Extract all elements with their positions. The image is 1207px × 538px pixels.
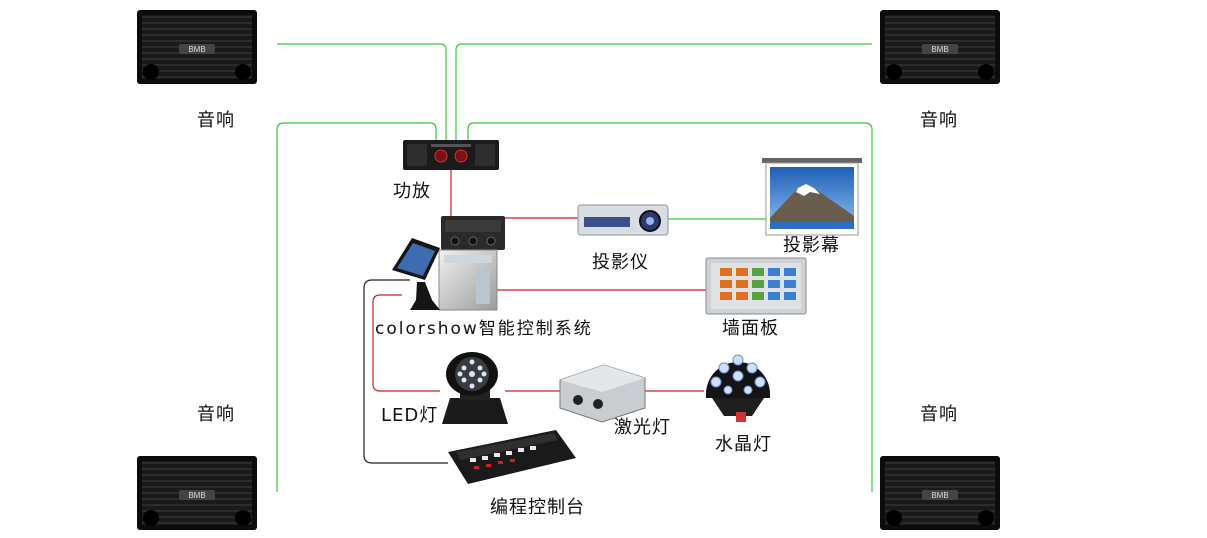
screen-label: 投影幕: [783, 235, 840, 256]
speaker-bottom-left: BMB: [137, 456, 257, 530]
speaker-bottom-right: BMB: [880, 456, 1000, 530]
speaker-top-right: BMB: [880, 10, 1000, 84]
speaker-top-left-label: 音响: [197, 110, 235, 131]
console-label: 编程控制台: [490, 497, 585, 518]
laser-light-device: [559, 364, 646, 423]
audio-line-bl: [276, 122, 437, 492]
speaker-brand-logo: BMB: [931, 491, 948, 500]
speaker-brand-logo: BMB: [188, 491, 205, 500]
speaker-brand-logo: BMB: [188, 45, 205, 54]
audio-lines: [276, 43, 873, 492]
speaker-top-right-label: 音响: [920, 110, 958, 131]
control-system-label: colorshow智能控制系统: [375, 319, 593, 339]
laser-light-label: 激光灯: [614, 417, 671, 438]
control-lines: [372, 170, 706, 392]
console-line: [363, 279, 448, 464]
audio-line-tl: [277, 43, 447, 140]
speaker-brand-logo: BMB: [931, 45, 948, 54]
dmx-lines: [363, 279, 448, 464]
wall-panel-label: 墙面板: [722, 318, 779, 339]
led-loop-line: [372, 294, 440, 392]
console-device: [448, 430, 576, 484]
projector-device: [577, 204, 669, 236]
audio-line-br: [467, 122, 873, 492]
wall-panel-device: [705, 257, 807, 315]
speaker-bottom-left-label: 音响: [197, 404, 235, 425]
audio-line-tr: [455, 43, 872, 140]
projection-screen-device: [762, 158, 862, 236]
crystal-light-label: 水晶灯: [715, 434, 772, 455]
amplifier-label: 功放: [393, 181, 431, 202]
projector-label: 投影仪: [592, 252, 649, 273]
led-light-label: LED灯: [381, 405, 439, 426]
speaker-bottom-right-label: 音响: [920, 404, 958, 425]
amplifier-device: [403, 140, 499, 170]
speaker-top-left: BMB: [137, 10, 257, 84]
control-system-device: [392, 238, 498, 311]
crystal-light-device: [706, 354, 770, 422]
mixer-device: [441, 216, 505, 250]
led-light-device: [442, 352, 508, 424]
